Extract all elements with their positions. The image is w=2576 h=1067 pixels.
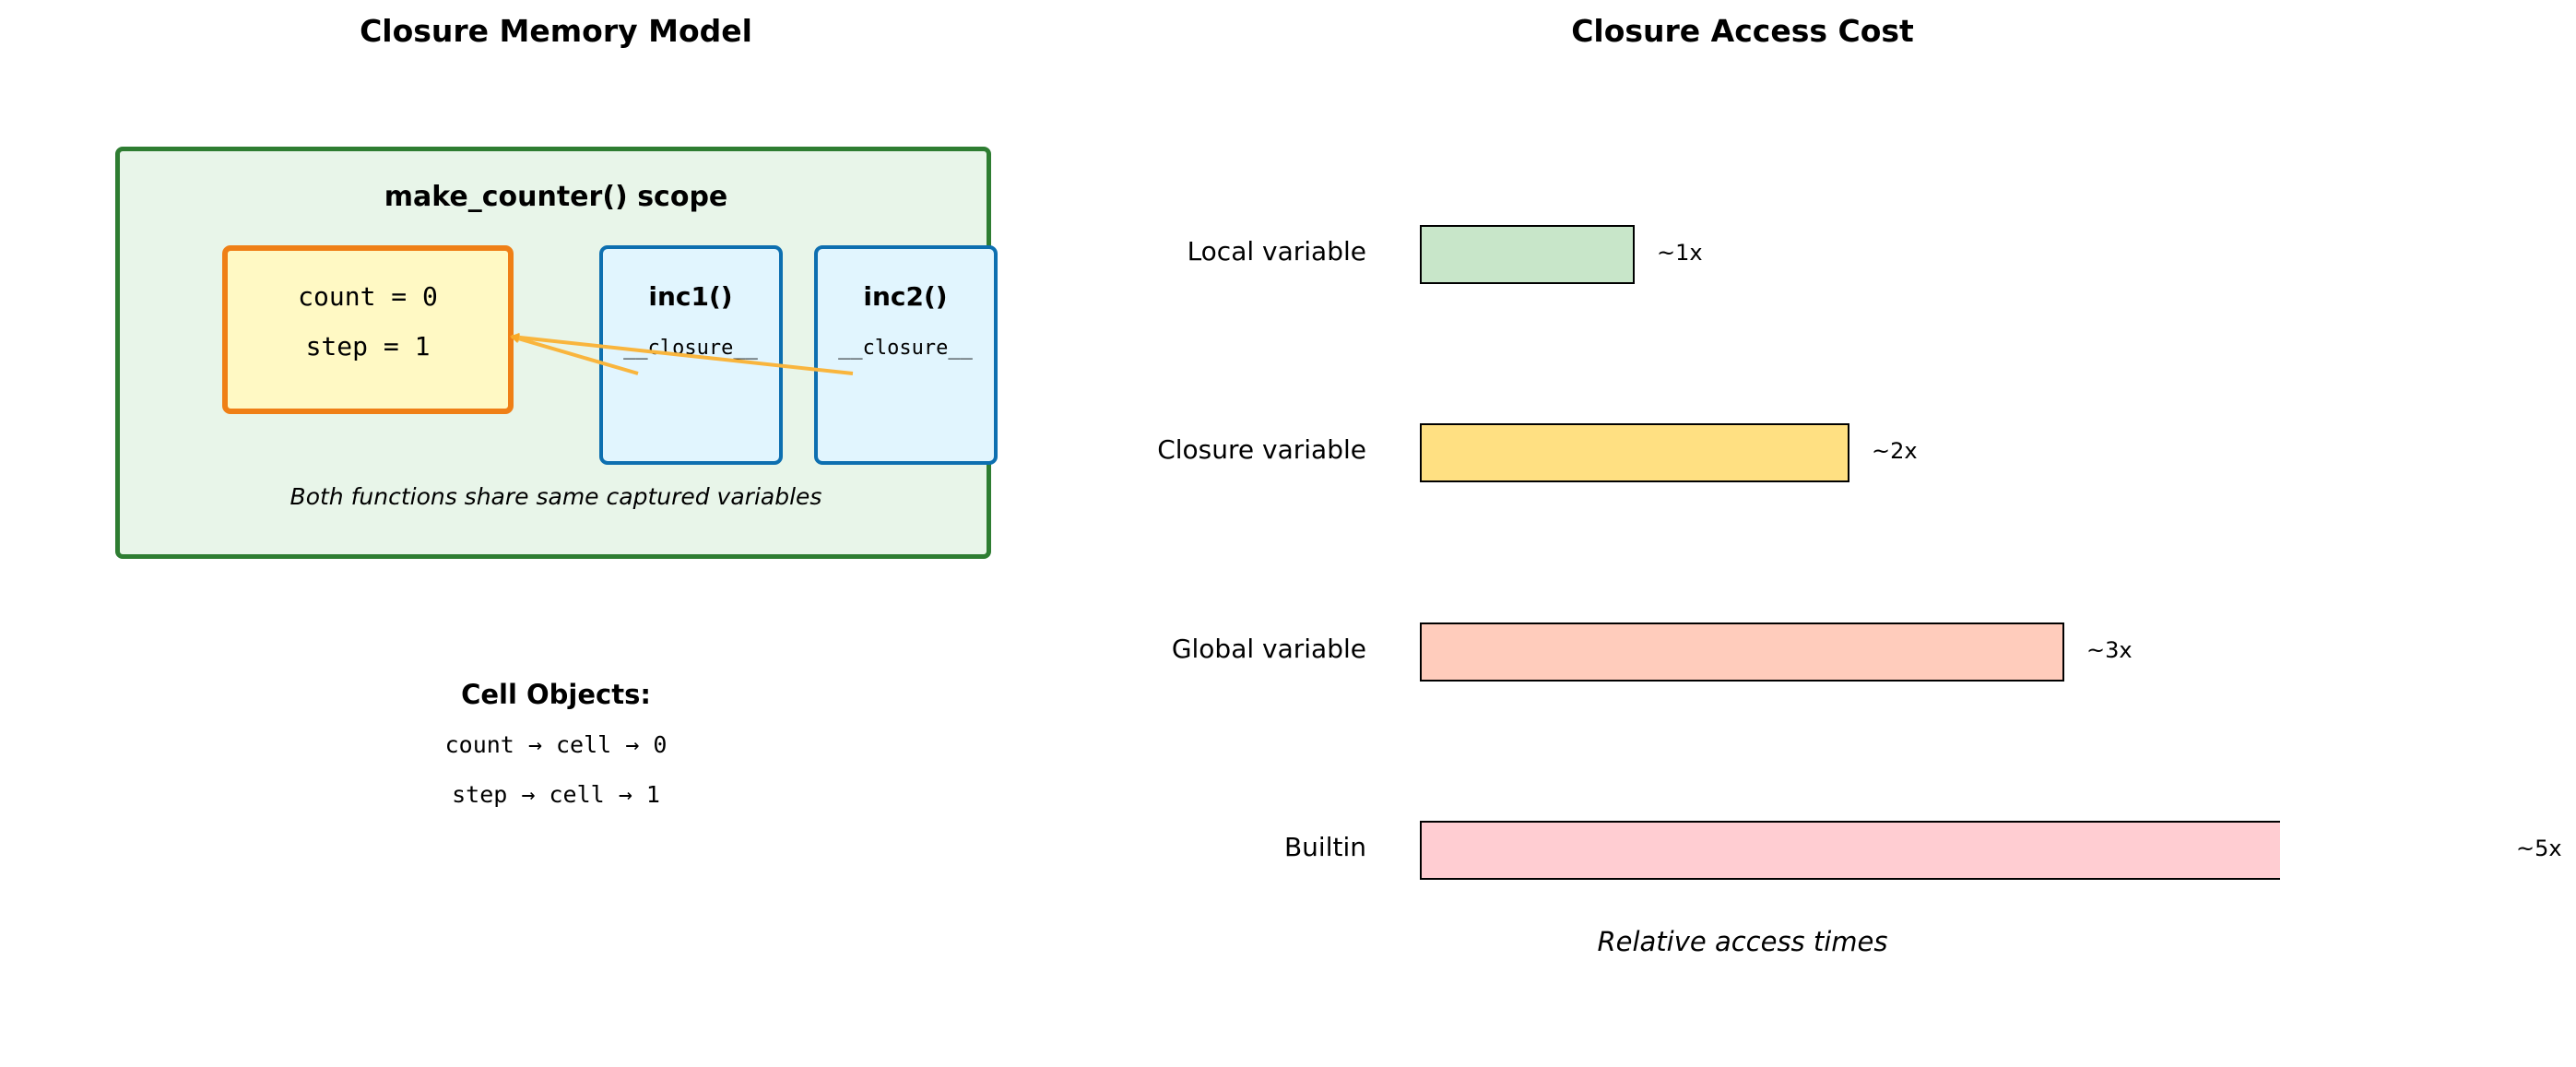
bar-value-1: ~2x — [1872, 438, 1918, 465]
memory-model-title: Closure Memory Model — [360, 13, 752, 49]
cell-object-count: count → cell → 0 — [444, 731, 668, 758]
bar-1 — [1420, 423, 1849, 483]
inc1-function-box — [599, 245, 783, 465]
bar-label-2: Global variable — [1171, 633, 1366, 664]
captured-variables-box — [222, 245, 514, 414]
bar-label-0: Local variable — [1187, 236, 1366, 267]
bar-3 — [1420, 820, 2280, 880]
inc2-closure-arrow — [510, 332, 854, 375]
variable-step: step = 1 — [305, 331, 431, 362]
bar-2 — [1420, 622, 2064, 682]
inc2-function-box — [814, 245, 998, 465]
scope-label: make_counter() scope — [384, 181, 728, 213]
inc2-name: inc2() — [863, 281, 948, 312]
inc1-name: inc1() — [648, 281, 733, 312]
inc2-closure-attr: __closure__ — [838, 337, 973, 360]
bar-label-1: Closure variable — [1157, 434, 1366, 466]
bar-label-3: Builtin — [1283, 831, 1366, 862]
bar-value-2: ~3x — [2086, 636, 2133, 663]
bar-0 — [1420, 225, 1635, 284]
relative-access-note: Relative access times — [1597, 926, 1888, 957]
cell-object-step: step → cell → 1 — [452, 781, 660, 808]
bar-value-0: ~1x — [1657, 240, 1703, 266]
access-cost-title: Closure Access Cost — [1571, 13, 1914, 49]
inc1-closure-arrow — [510, 334, 639, 375]
variable-count: count = 0 — [298, 281, 438, 312]
bar-value-3: ~5x — [2516, 835, 2562, 861]
shared-variables-caption: Both functions share same captured varia… — [290, 483, 822, 510]
cell-objects-heading: Cell Objects: — [461, 679, 651, 710]
